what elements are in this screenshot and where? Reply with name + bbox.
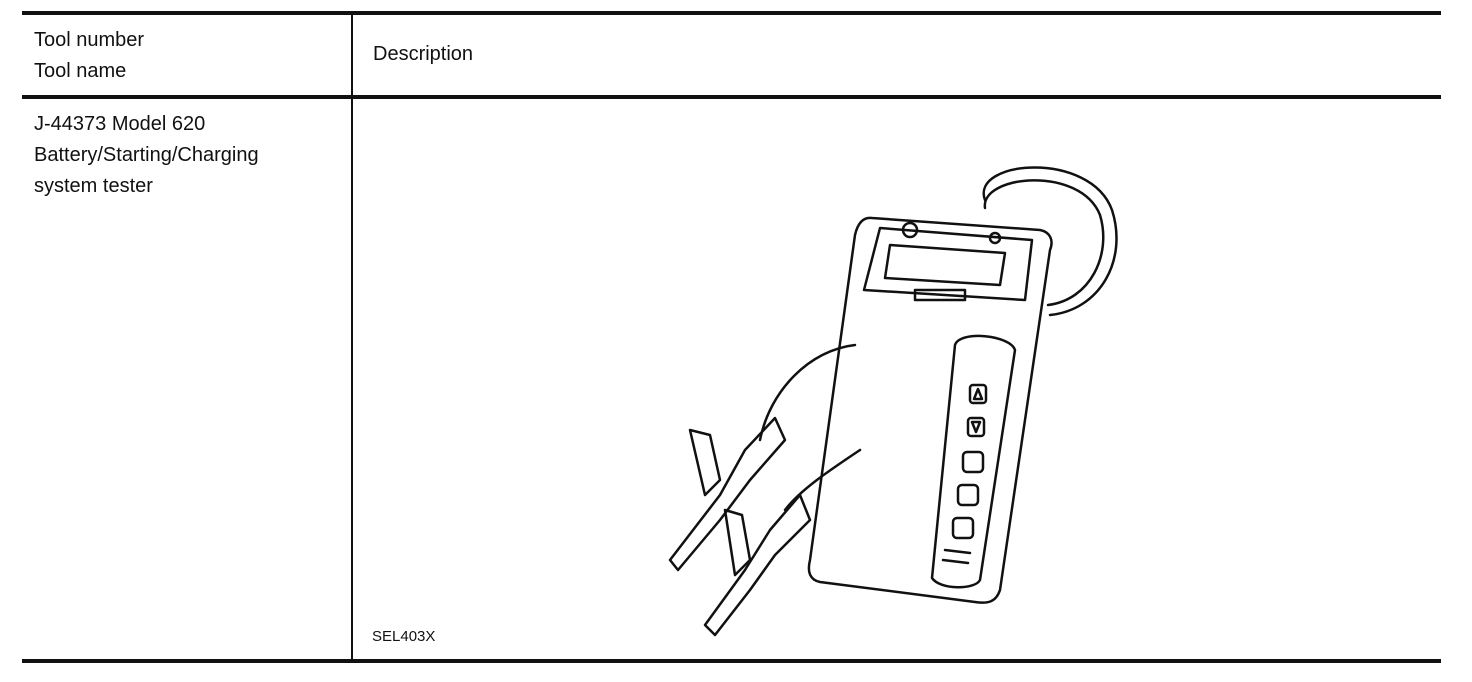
header-tool-number-name: Tool number Tool name [34,25,144,87]
tester-body [807,216,1053,604]
tool-name-line-1: Battery/Starting/Charging [34,144,259,166]
tester-head-panel [862,226,1034,302]
arrow-down-glyph [970,420,982,434]
clamp-icon [668,416,787,572]
tester-display-tab [913,288,967,302]
arrow-up-glyph [972,387,984,401]
figure-code: SEL403X [372,628,436,645]
lead-wire-2 [783,448,862,512]
tester-display [883,243,1007,287]
clamp-jaw-2 [723,508,752,577]
arrow-down-button-icon [966,416,986,438]
header-tool-name: Tool name [34,60,127,82]
table-header-rule [22,95,1441,99]
tester-key-1 [961,450,985,474]
tester-led-right [988,231,1002,245]
tester-led-left [901,221,919,239]
battery-tester-illustration [668,166,1118,637]
tester-key-lines [941,548,972,565]
header-description: Description [373,43,474,65]
table-top-rule [22,11,1441,15]
tool-name-line-2: system tester [34,175,153,197]
lead-wire-1 [758,343,857,442]
tester-cable-loop-inner [983,179,1105,307]
tool-name-cell: J-44373 Model 620 Battery/Starting/Charg… [34,109,259,202]
tester-key-2 [956,483,980,507]
tester-key-3 [951,516,975,540]
tool-number-line: J-44373 Model 620 [34,113,206,135]
arrow-up-button-icon [968,383,988,405]
tester-key-panel [930,334,1017,589]
column-divider [351,14,353,660]
clamp-icon-2 [703,493,812,637]
clamp-jaw-1 [688,428,722,497]
table-bottom-rule [22,659,1441,663]
tester-cable-loop [982,166,1118,317]
header-tool-number: Tool number [34,29,145,51]
